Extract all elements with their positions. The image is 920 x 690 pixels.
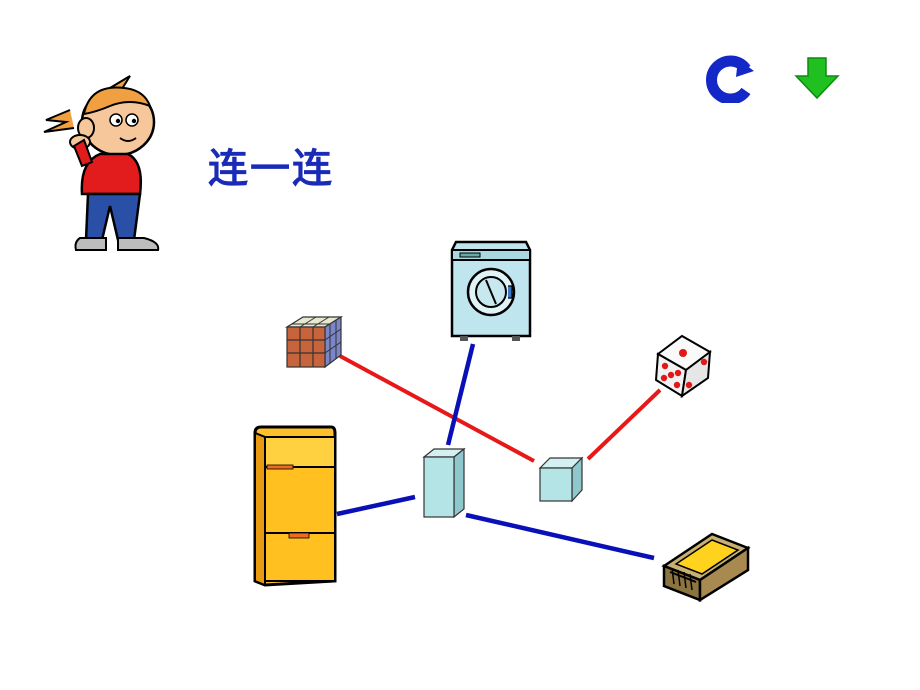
dice: [654, 334, 712, 399]
replay-button[interactable]: [704, 55, 756, 103]
page-title: 连一连: [208, 145, 334, 192]
cube-shape: [538, 456, 584, 503]
matchbox: [661, 532, 751, 603]
line-dice-to-cube: [586, 388, 662, 461]
next-button[interactable]: [794, 56, 840, 100]
line-washer-to-cuboid: [445, 343, 476, 446]
washing-machine: [450, 240, 532, 341]
line-fridge-to-cuboid: [336, 494, 416, 517]
cuboid-shape: [422, 447, 466, 519]
boy-character: [43, 75, 160, 251]
refrigerator: [253, 425, 337, 587]
rubiks-cube: [284, 315, 344, 369]
down-arrow-icon: [794, 57, 840, 100]
line-rubiks-to-cube: [339, 354, 535, 463]
replay-arrow-icon: [706, 55, 754, 103]
line-cuboid-to-matchbox: [465, 512, 655, 561]
